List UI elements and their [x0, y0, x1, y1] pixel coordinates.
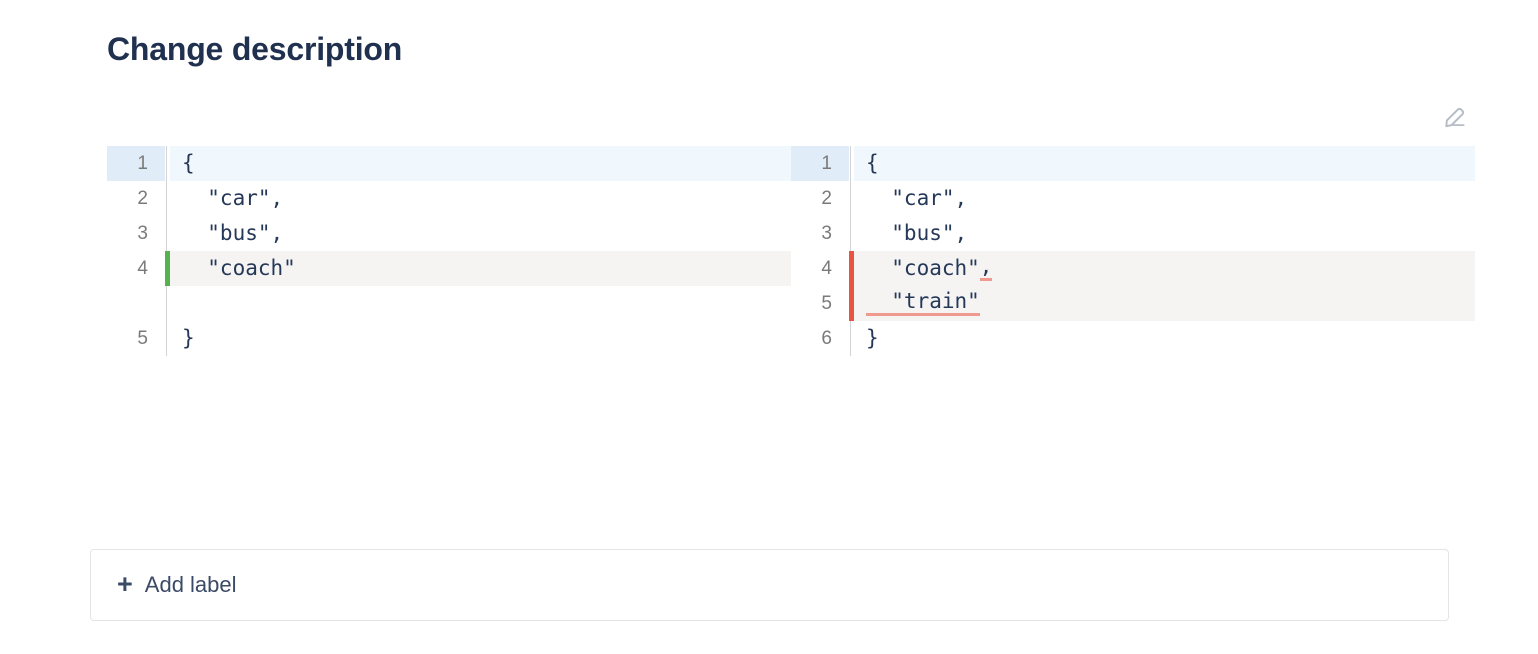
line-number: 5 — [821, 293, 832, 314]
code-text: "coach" — [866, 256, 980, 280]
line-number — [107, 286, 165, 321]
code-line: "bus", — [866, 221, 968, 245]
change-marker — [849, 146, 854, 181]
diff-pane-modified: 1 { 2 "car", 3 "bus", 4 "coach", 5 — [791, 146, 1475, 356]
code-line: "car", — [866, 186, 968, 210]
line-number: 3 — [137, 223, 148, 244]
diff-row[interactable]: 2 "car", — [107, 181, 791, 216]
line-number: 2 — [821, 188, 832, 209]
code-line: } — [866, 326, 879, 350]
diff-row[interactable]: 1 { — [791, 146, 1475, 181]
add-label-text: Add label — [144, 572, 237, 597]
changed-marker — [849, 251, 854, 286]
diff-row-changed[interactable]: 4 "coach", — [791, 251, 1475, 286]
diff-row[interactable]: 6 } — [791, 321, 1475, 356]
change-marker — [165, 321, 170, 356]
diff-row[interactable]: 2 "car", — [791, 181, 1475, 216]
diff-row-spacer — [107, 286, 791, 321]
change-marker — [849, 181, 854, 216]
diff-row[interactable]: 1 { — [107, 146, 791, 181]
add-label-bar: + Add label — [90, 549, 1449, 621]
code-line: { — [854, 146, 1475, 181]
pencil-icon[interactable] — [1440, 102, 1470, 132]
code-line: "coach" — [170, 251, 791, 286]
line-number: 5 — [137, 328, 148, 349]
diff-row-added[interactable]: 4 "coach" — [107, 251, 791, 286]
diff-row[interactable]: 5 } — [107, 321, 791, 356]
change-marker — [165, 146, 170, 181]
diff-viewer: 1 { 2 "car", 3 "bus", 4 "coach" — [107, 146, 1475, 356]
change-marker — [849, 321, 854, 356]
code-line: "bus", — [182, 221, 284, 245]
change-marker — [849, 216, 854, 251]
line-number: 4 — [821, 258, 832, 279]
code-changed-segment: , — [979, 256, 993, 281]
code-line — [170, 286, 791, 321]
page-title: Change description — [107, 31, 403, 67]
code-line: } — [182, 326, 195, 350]
change-marker — [165, 216, 170, 251]
changed-marker — [849, 286, 854, 321]
code-line: "train" — [854, 286, 1475, 321]
diff-pane-original: 1 { 2 "car", 3 "bus", 4 "coach" — [107, 146, 791, 356]
change-marker — [165, 181, 170, 216]
diff-row[interactable]: 3 "bus", — [107, 216, 791, 251]
code-line: { — [170, 146, 791, 181]
added-marker — [165, 251, 170, 286]
line-number: 4 — [137, 258, 148, 279]
code-line: "car", — [182, 186, 284, 210]
line-number: 6 — [821, 328, 832, 349]
line-number: 1 — [791, 146, 849, 181]
code-changed-segment: "train" — [866, 291, 980, 316]
line-number: 2 — [137, 188, 148, 209]
plus-icon: + — [117, 568, 133, 599]
change-marker — [165, 286, 170, 321]
add-label-button[interactable]: + Add label — [91, 568, 237, 599]
code-line: "coach", — [854, 251, 1475, 286]
line-number: 3 — [821, 223, 832, 244]
diff-row-changed[interactable]: 5 "train" — [791, 286, 1475, 321]
line-number: 1 — [107, 146, 165, 181]
diff-row[interactable]: 3 "bus", — [791, 216, 1475, 251]
